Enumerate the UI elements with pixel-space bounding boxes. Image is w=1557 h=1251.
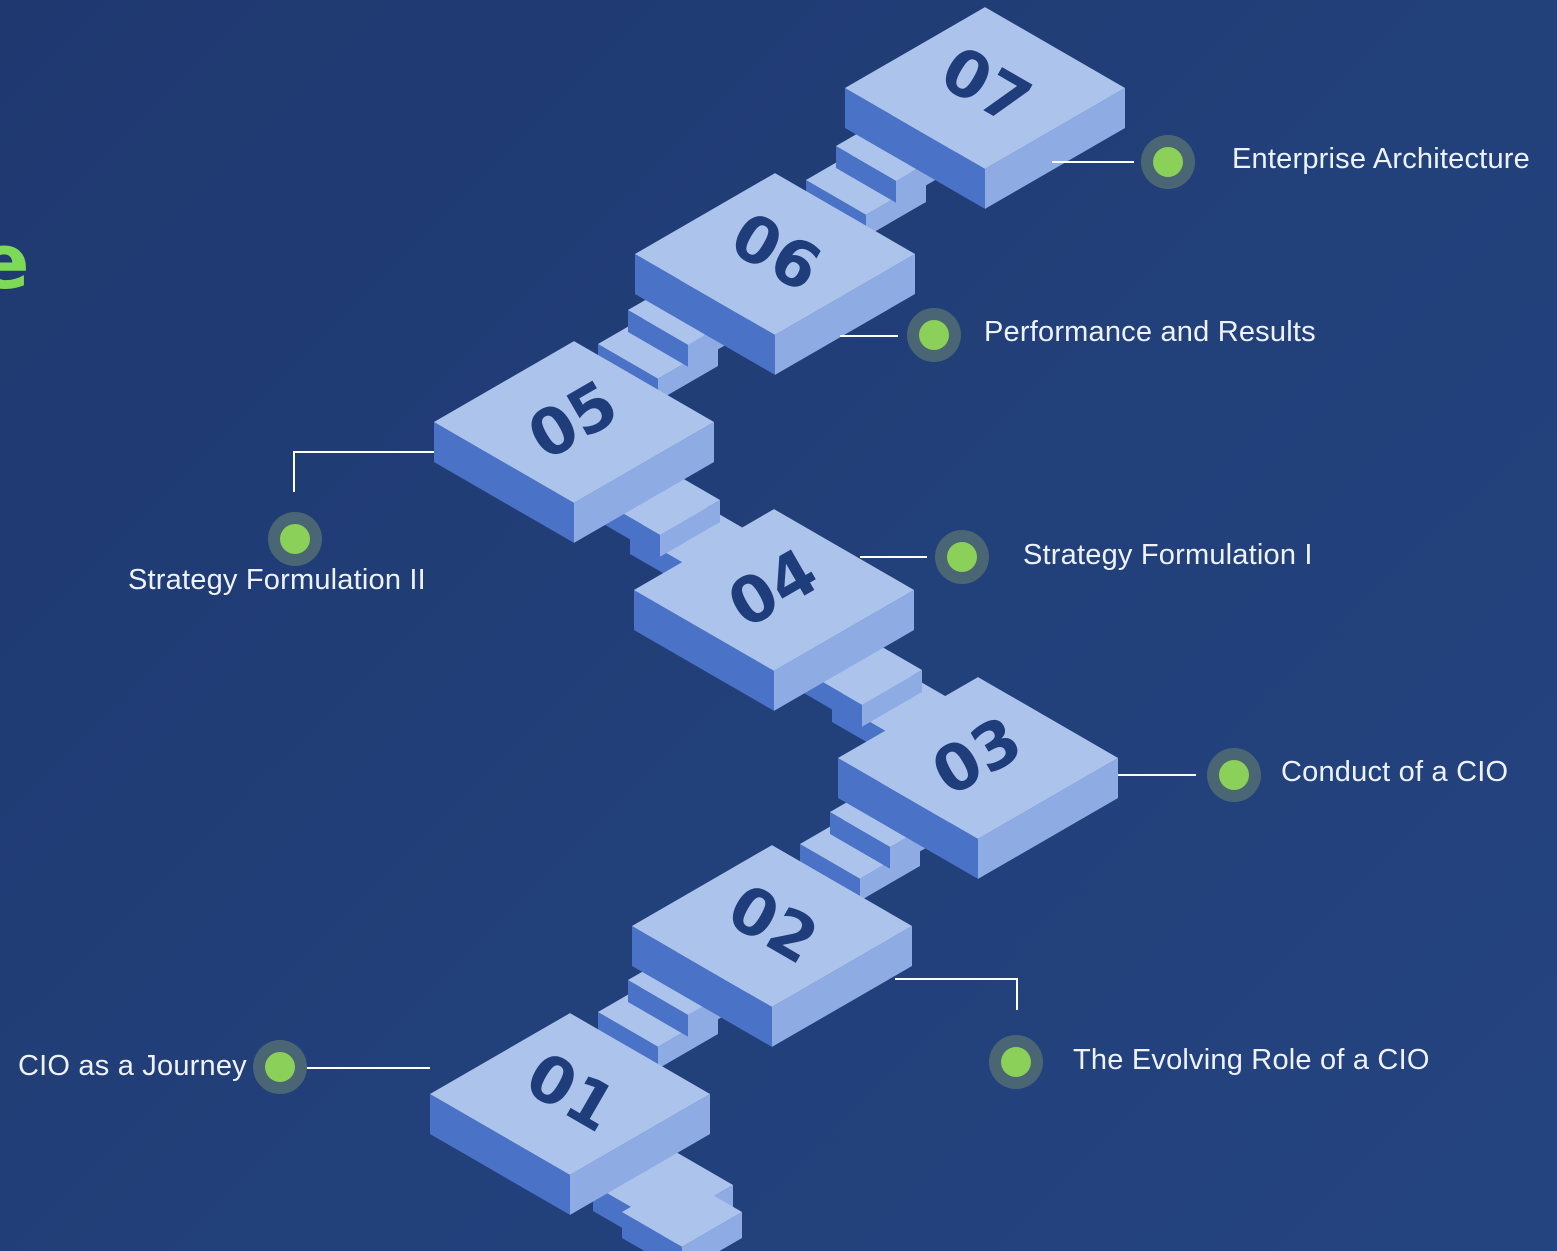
stair-step-2-left-face — [622, 1212, 682, 1251]
stair-step-2 — [622, 1177, 742, 1251]
stair-step-13-right-face — [866, 180, 926, 237]
step-block-07 — [845, 7, 1125, 209]
marker-dot-06 — [907, 308, 961, 362]
step-block-04-left-face — [634, 590, 774, 711]
title-fragment: e — [0, 217, 30, 306]
step-block-01-top-face — [430, 1013, 710, 1175]
stair-step-6-left-face — [830, 812, 890, 869]
step-label-02: The Evolving Role of a CIO — [1073, 1044, 1430, 1076]
marker-dot-07 — [1141, 135, 1195, 189]
step-label-01: CIO as a Journey — [18, 1050, 247, 1082]
stair-step-11-right-face — [658, 344, 718, 401]
stair-step-14-left-face — [836, 146, 896, 203]
stair-step-4-left-face — [628, 980, 688, 1037]
step-label-05: Strategy Formulation II — [128, 564, 426, 596]
step-block-05-top-face — [434, 341, 714, 503]
step-block-02 — [632, 845, 912, 1047]
step-block-01 — [430, 1013, 710, 1215]
step-block-03-right-face — [978, 758, 1118, 879]
stair-step-3-left-face — [598, 1012, 658, 1069]
step-block-04-top-face — [634, 509, 914, 671]
step-block-02-left-face — [632, 926, 772, 1047]
marker-dot-05 — [268, 512, 322, 566]
connector-lines — [293, 161, 1196, 1069]
stair-step-10-right-face — [660, 500, 720, 557]
step-block-05-left-face — [434, 422, 574, 543]
step-block-07-left-face — [845, 88, 985, 209]
step-block-02-top-face — [632, 845, 912, 1007]
step-label-06: Performance and Results — [984, 316, 1316, 348]
step-block-07-top-face — [845, 7, 1125, 169]
step-block-02-right-face — [772, 926, 912, 1047]
step-block-07-right-face — [985, 88, 1125, 209]
step-block-05-right-face — [574, 422, 714, 543]
step-label-04: Strategy Formulation I — [1023, 539, 1313, 571]
step-block-01-right-face — [570, 1094, 710, 1215]
step-block-01-left-face — [430, 1094, 570, 1215]
connector-line-02 — [895, 978, 1018, 1010]
step-block-06-left-face — [635, 254, 775, 375]
step-block-03-top-face — [838, 677, 1118, 839]
stair-step-12-left-face — [628, 310, 688, 367]
marker-dot-02 — [989, 1035, 1043, 1089]
stair-step-5-left-face — [800, 844, 860, 901]
stair-step-8-right-face — [862, 670, 922, 727]
step-block-03-left-face — [838, 758, 978, 879]
stair-step-2-right-face — [682, 1212, 742, 1251]
step-label-03: Conduct of a CIO — [1281, 756, 1509, 788]
connector-line-05 — [293, 451, 434, 492]
marker-dot-03 — [1207, 748, 1261, 802]
step-block-06 — [635, 173, 915, 375]
stair-step-2-top-face — [622, 1177, 742, 1247]
marker-dot-01 — [253, 1040, 307, 1094]
step-label-07: Enterprise Architecture — [1232, 143, 1530, 175]
step-block-06-top-face — [635, 173, 915, 335]
step-block-05 — [434, 341, 714, 543]
step-block-04 — [634, 509, 914, 711]
step-block-06-right-face — [775, 254, 915, 375]
step-block-03 — [838, 677, 1118, 879]
marker-dot-04 — [935, 530, 989, 584]
step-block-04-right-face — [774, 590, 914, 711]
